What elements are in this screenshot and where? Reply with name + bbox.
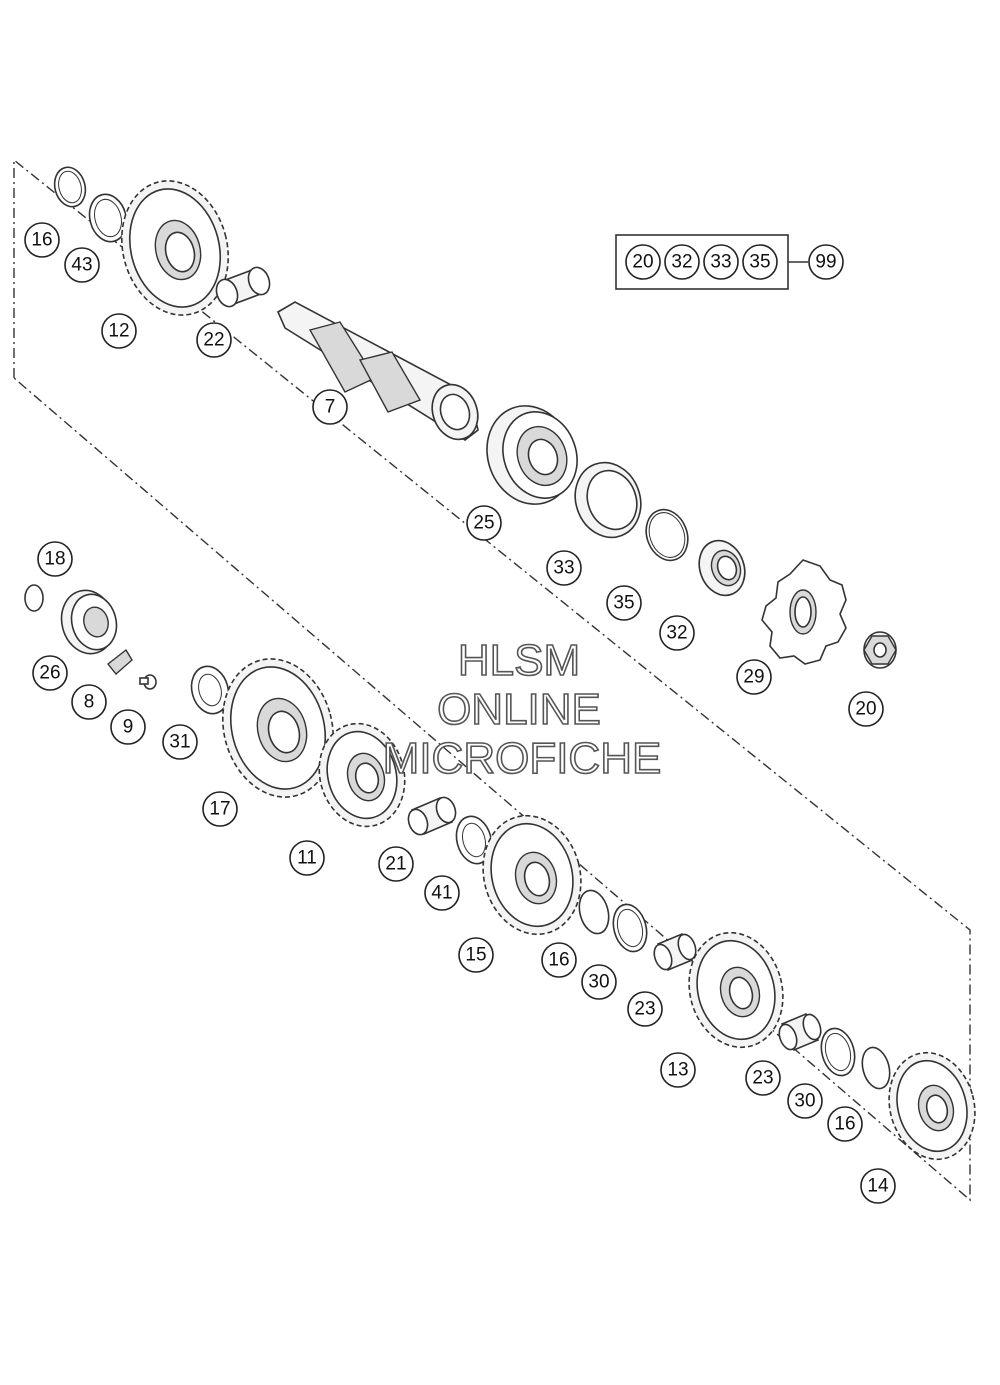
svg-text:17: 17 — [209, 799, 230, 820]
circlip-16-top — [53, 166, 87, 208]
callout-32[interactable]: 32 — [659, 615, 695, 651]
assembly-boundary-line — [13, 158, 971, 1202]
callout-21[interactable]: 21 — [378, 846, 414, 882]
svg-text:20: 20 — [855, 699, 876, 720]
callout-29[interactable]: 29 — [736, 659, 772, 695]
callout-22[interactable]: 22 — [196, 322, 232, 358]
kit-item-32: 32 — [671, 252, 692, 273]
callout-17[interactable]: 17 — [202, 791, 238, 827]
bushing-23-mid — [653, 932, 697, 972]
callout-23-low[interactable]: 23 — [745, 1060, 781, 1096]
svg-text:31: 31 — [169, 732, 190, 753]
callout-16-low[interactable]: 16 — [827, 1106, 863, 1142]
gear-11 — [318, 722, 406, 828]
gear-17 — [221, 658, 335, 798]
svg-text:8: 8 — [84, 692, 95, 713]
callout-41[interactable]: 41 — [424, 875, 460, 911]
svg-text:33: 33 — [553, 558, 574, 579]
watermark-line-3: MICROFICHE — [383, 734, 662, 783]
svg-text:16: 16 — [548, 950, 569, 971]
svg-text:12: 12 — [108, 321, 129, 342]
svg-text:23: 23 — [634, 999, 655, 1020]
kit-item-35: 35 — [749, 252, 770, 273]
watermark-line-2: ONLINE — [437, 685, 601, 734]
gear-12 — [120, 180, 230, 316]
svg-text:32: 32 — [666, 623, 687, 644]
bearing-25 — [486, 405, 578, 505]
callout-15[interactable]: 15 — [458, 937, 494, 973]
washer-31 — [190, 665, 230, 715]
watermark: HLSM ONLINE MICROFICHE — [382, 635, 662, 784]
callout-18[interactable]: 18 — [37, 541, 73, 577]
bushing-23-low — [778, 1012, 822, 1052]
kit-item-33: 33 — [710, 252, 731, 273]
bushing-22 — [215, 266, 271, 308]
callout-14[interactable]: 14 — [860, 1168, 896, 1204]
callout-43[interactable]: 43 — [64, 247, 100, 283]
svg-text:29: 29 — [743, 667, 764, 688]
svg-text:35: 35 — [613, 593, 634, 614]
svg-text:15: 15 — [465, 945, 486, 966]
callout-30-mid[interactable]: 30 — [581, 964, 617, 1000]
callout-25[interactable]: 25 — [466, 505, 502, 541]
svg-text:25: 25 — [473, 513, 494, 534]
svg-text:30: 30 — [794, 1091, 815, 1112]
svg-text:9: 9 — [123, 717, 134, 738]
callout-9[interactable]: 9 — [110, 709, 146, 745]
svg-text:18: 18 — [44, 549, 65, 570]
nut-20 — [863, 631, 897, 669]
svg-text:16: 16 — [834, 1114, 855, 1135]
callout-26[interactable]: 26 — [32, 655, 68, 691]
callout-11[interactable]: 11 — [289, 840, 325, 876]
kit-box: 20 32 33 35 99 — [615, 234, 844, 290]
svg-text:11: 11 — [297, 848, 317, 869]
circlip-16-mid — [578, 889, 610, 935]
seal-33 — [574, 461, 642, 539]
callout-23-mid[interactable]: 23 — [627, 991, 663, 1027]
callout-7[interactable]: 7 — [312, 389, 348, 425]
svg-text:43: 43 — [71, 255, 92, 276]
circlip-16-low — [861, 1046, 891, 1090]
bearing-26 — [60, 589, 118, 655]
callout-13[interactable]: 13 — [660, 1052, 696, 1088]
washer-41 — [455, 815, 493, 865]
svg-text:22: 22 — [203, 330, 224, 351]
screw-9 — [139, 674, 157, 690]
callout-20[interactable]: 20 — [848, 691, 884, 727]
svg-text:41: 41 — [431, 883, 452, 904]
svg-text:23: 23 — [752, 1068, 773, 1089]
svg-text:7: 7 — [325, 397, 336, 418]
gear-14 — [888, 1051, 976, 1161]
bushing-21 — [407, 796, 457, 836]
svg-text:13: 13 — [667, 1060, 688, 1081]
callout-35[interactable]: 35 — [606, 585, 642, 621]
callout-31[interactable]: 31 — [162, 724, 198, 760]
kit-item-20: 20 — [632, 252, 653, 273]
kit-result-99: 99 — [815, 252, 836, 273]
callout-33[interactable]: 33 — [546, 550, 582, 586]
svg-text:30: 30 — [588, 972, 609, 993]
gear-13 — [688, 931, 784, 1049]
washer-30-mid — [612, 903, 648, 953]
callout-8[interactable]: 8 — [71, 684, 107, 720]
svg-text:21: 21 — [385, 854, 406, 875]
svg-text:14: 14 — [867, 1176, 889, 1197]
callout-30-low[interactable]: 30 — [787, 1083, 823, 1119]
spacer-32 — [698, 539, 746, 597]
washer-43 — [88, 193, 128, 243]
circlip-18 — [24, 584, 44, 612]
callout-16-mid[interactable]: 16 — [541, 942, 577, 978]
svg-text:16: 16 — [31, 230, 52, 251]
washer-30-low — [820, 1027, 856, 1077]
callout-16-top[interactable]: 16 — [24, 222, 60, 258]
lock-plate-8 — [107, 648, 133, 676]
shaft-7 — [276, 301, 479, 441]
svg-text:26: 26 — [39, 663, 60, 684]
callout-12[interactable]: 12 — [101, 313, 137, 349]
o-ring-35 — [645, 508, 689, 562]
sprocket-29 — [761, 559, 847, 665]
watermark-line-1: HLSM — [458, 636, 580, 685]
gear-15 — [482, 814, 582, 936]
